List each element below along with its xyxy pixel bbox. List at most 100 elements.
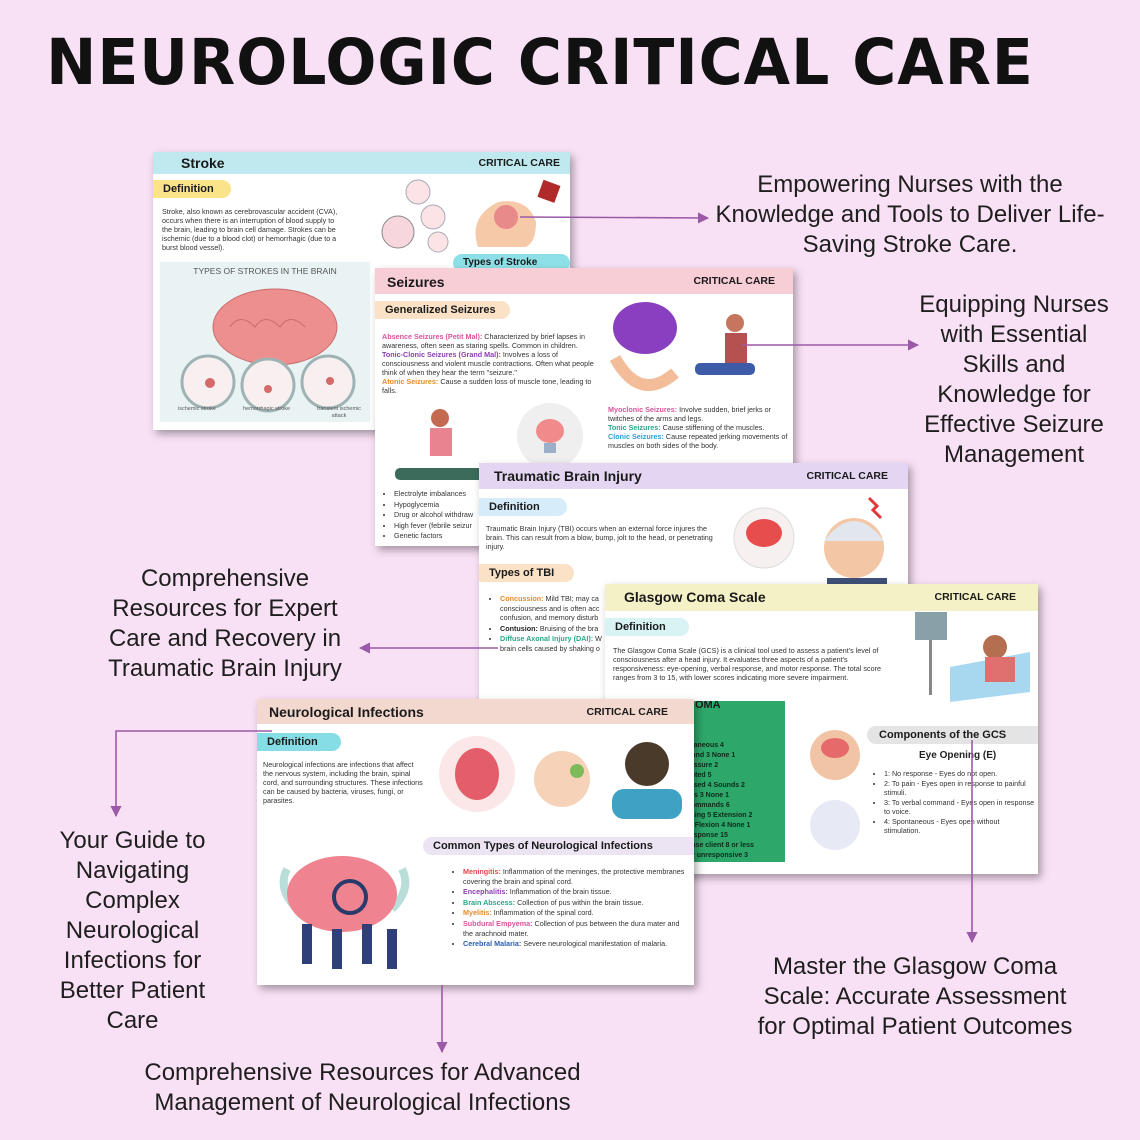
list-item: Diffuse Axonal Injury (DAI): W brain cel… xyxy=(500,634,611,653)
gcs-head-illustration xyxy=(810,730,860,850)
gcs-chart-row: ressure 2 xyxy=(687,762,719,769)
term-text: Inflammation of the spinal cord. xyxy=(491,908,594,918)
list-item: 2: To pain - Eyes open in response to pa… xyxy=(884,779,1035,797)
seizure-types-right: Myoclonic Seizures: Involve sudden, brie… xyxy=(608,405,788,450)
term-paragraph: Absence Seizures (Petit Mal): Characteri… xyxy=(382,332,595,350)
list-item: Drug or alcohol withdraw xyxy=(394,510,495,520)
term-label: Diffuse Axonal Injury (DAI): xyxy=(500,634,594,644)
term-paragraph: Tonic-Clonic Seizures (Grand Mal): Invol… xyxy=(382,350,595,377)
seizure-causes-list: Electrolyte imbalancesHypoglycemiaDrug o… xyxy=(385,489,495,542)
caption-seizure: Equipping Nurses with Essential Skills a… xyxy=(919,291,1109,468)
list-item: 1: No response - Eyes do not open. xyxy=(884,769,1035,778)
gcs-chart-rows: ntaneous 4 ound 3 None 1 ressure 2 ented 5 f… xyxy=(687,741,785,861)
tbi-definition: Traumatic Brain Injury (TBI) occurs when… xyxy=(486,524,713,551)
term-label: Meningitis: xyxy=(463,867,501,876)
tbi-head-illustration xyxy=(733,496,887,590)
gcs-chart-row: ntaneous 4 xyxy=(687,742,724,749)
tbi-badge: CRITICAL CARE xyxy=(806,470,888,482)
brain-bulb-icon xyxy=(517,403,583,469)
stroke-title: Stroke xyxy=(181,155,225,171)
stroke-definition: Stroke, also known as cerebrovascular ac… xyxy=(162,207,338,252)
term-label: Brain Abscess: xyxy=(463,897,516,907)
stroke-definition-label: Definition xyxy=(153,180,231,198)
seizure-illustrations xyxy=(609,302,755,391)
gcs-header: Glasgow Coma Scale CRITICAL CARE xyxy=(605,584,1038,611)
gcs-chart-row: ound 3 None 1 xyxy=(687,752,736,759)
term-text: W brain cells caused by shaking o xyxy=(500,634,602,653)
term-label: Myelitis: xyxy=(463,908,492,918)
list-item: Genetic factors xyxy=(394,531,495,541)
tbi-types-list: Concussion: Mild TBI; may ca consciousne… xyxy=(491,594,611,655)
caption-gcs: Master the Glasgow Coma Scale: Accurate … xyxy=(757,953,1073,1040)
tbi-title: Traumatic Brain Injury xyxy=(494,468,642,484)
list-item: Hypoglycemia xyxy=(394,500,495,510)
term-label: Tonic Seizures: xyxy=(608,423,661,432)
term-label: Cerebral Malaria: xyxy=(463,939,522,949)
term-text: Mild TBI; may ca consciousness and is of… xyxy=(500,594,600,623)
gcs-patient-illustration xyxy=(915,612,1030,702)
stroke-badge: CRITICAL CARE xyxy=(478,157,560,169)
term-text: Collection of pus within the brain tissu… xyxy=(515,897,644,907)
seizures-section-label: Generalized Seizures xyxy=(375,301,510,319)
list-item: 4: Spontaneous - Eyes open without stimu… xyxy=(884,817,1035,835)
infections-badge: CRITICAL CARE xyxy=(586,706,668,718)
term-text: Cause stiffening of the muscles. xyxy=(660,423,765,432)
caption-stroke: Empowering Nurses with the Knowledge and… xyxy=(715,171,1105,258)
gcs-badge: CRITICAL CARE xyxy=(934,591,1016,603)
list-item: Electrolyte imbalances xyxy=(394,489,495,499)
list-item: Cerebral Malaria: Severe neurological ma… xyxy=(463,939,686,949)
brain-icon xyxy=(180,288,356,413)
infections-card: Neurological Infections CRITICAL CARE De… xyxy=(257,699,694,985)
term-label: Myoclonic Seizures: xyxy=(608,405,678,414)
term-text: Collection of pus between the dura mater… xyxy=(463,918,680,938)
term-text: Severe neurological manifestation of mal… xyxy=(521,939,668,949)
infections-title: Neurological Infections xyxy=(269,704,424,720)
list-item: Meningitis: Inflammation of the meninges… xyxy=(463,867,686,886)
tbi-definition-label: Definition xyxy=(479,498,567,516)
gcs-chart-row: lly unresponsive 3 xyxy=(687,852,749,859)
gcs-chart-row: onse client 8 or less xyxy=(687,842,754,849)
caption-infections-bottom: Comprehensive Resources for Advanced Man… xyxy=(144,1059,581,1116)
stroke-label-tia: transient ischemic attack xyxy=(316,406,362,419)
tbi-header: Traumatic Brain Injury CRITICAL CARE xyxy=(479,463,908,489)
stroke-header: Stroke CRITICAL CARE xyxy=(153,152,570,174)
term-paragraph: Myoclonic Seizures: Involve sudden, brie… xyxy=(608,405,788,423)
term-label: Contusion: xyxy=(500,623,538,633)
infections-definition: Neurological infections are infections t… xyxy=(263,760,423,805)
term-text: Characterized by brief lapses in awarene… xyxy=(382,332,585,350)
gcs-chart-row: rds 3 None 1 xyxy=(687,792,730,799)
gcs-eye-label: Eye Opening (E) xyxy=(919,750,997,761)
gcs-chart-row: ented 5 xyxy=(687,772,712,779)
gcs-chart-row: lising 5 Extension 2 xyxy=(687,812,753,819)
arrow-infections-left xyxy=(110,730,272,818)
list-item: High fever (febrile seizur xyxy=(394,521,495,531)
arrow-stroke xyxy=(519,212,710,224)
term-paragraph: Tonic Seizures: Cause stiffening of the … xyxy=(608,423,788,432)
brain-research-illustration xyxy=(279,856,410,969)
term-paragraph: Atonic Seizures: Cause a sudden loss of … xyxy=(382,377,595,395)
list-item: 3: To verbal command - Eyes open in resp… xyxy=(884,798,1035,816)
seizure-types-left: Absence Seizures (Petit Mal): Characteri… xyxy=(382,332,595,395)
term-label: Clonic Seizures: xyxy=(608,432,664,441)
term-label: Atonic Seizures: xyxy=(382,377,439,386)
list-item: Brain Abscess: Collection of pus within … xyxy=(463,898,686,908)
gcs-definition: The Glasgow Coma Scale (GCS) is a clinic… xyxy=(613,646,881,682)
term-label: Subdural Empyema: xyxy=(463,918,533,928)
page-title: NEUROLOGIC CRITICAL CARE xyxy=(46,26,1034,100)
stroke-label-ischemic: ischemic stroke xyxy=(178,406,216,412)
stroke-brain-illustration xyxy=(381,179,561,253)
list-item: Myelitis: Inflammation of the spinal cor… xyxy=(463,908,686,918)
stroke-panel-title: TYPES OF STROKES IN THE BRAIN xyxy=(193,266,337,276)
seizures-title: Seizures xyxy=(387,274,445,290)
gcs-chart-row: response 15 xyxy=(687,832,728,839)
term-text: Involves a loss of consciousness and vio… xyxy=(382,350,594,377)
list-item: Contusion: Bruising of the bra xyxy=(500,624,611,634)
infections-definition-label: Definition xyxy=(257,733,341,751)
term-text: Cause a sudden loss of muscle tone, lead… xyxy=(382,377,592,395)
seizure-patient-illustration xyxy=(395,409,485,480)
term-label: Tonic-Clonic Seizures (Grand Mal): xyxy=(382,350,501,359)
stroke-types-panel: TYPES OF STROKES IN THE BRAIN ischemic s… xyxy=(160,262,370,422)
term-label: Encephalitis: xyxy=(463,887,508,897)
gcs-chart-row: fused 4 Sounds 2 xyxy=(687,782,745,789)
